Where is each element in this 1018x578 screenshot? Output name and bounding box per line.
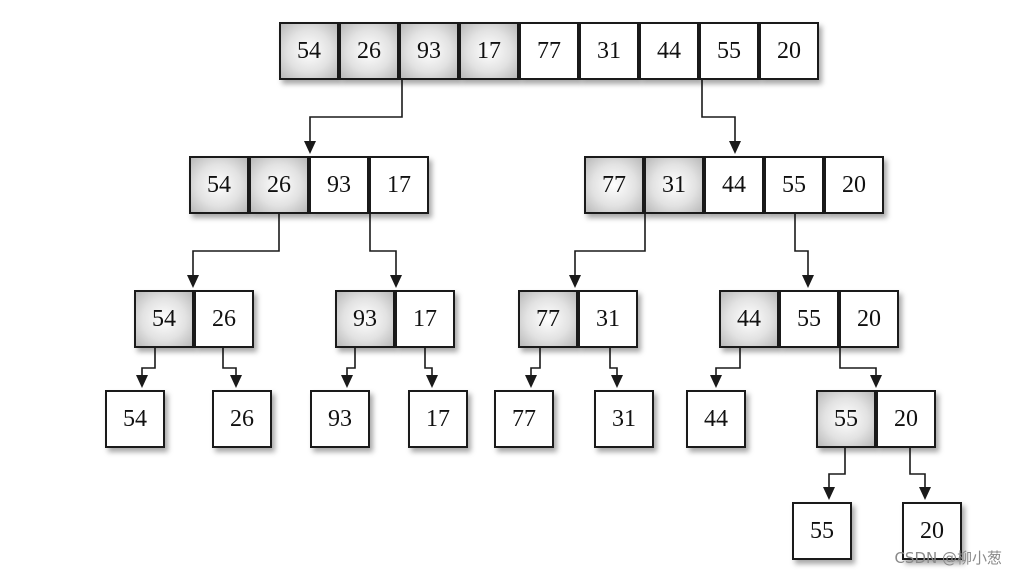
split-arrow-line [701, 80, 736, 142]
arrow-head [426, 375, 438, 388]
array-cell: 26 [249, 156, 309, 214]
split-arrow-line [222, 348, 237, 376]
array-cell: 17 [408, 390, 468, 448]
array-cell: 55 [764, 156, 824, 214]
arrow-head [187, 275, 199, 288]
arrow-head [870, 375, 882, 388]
array-cell: 55 [779, 290, 839, 348]
array-cell: 93 [310, 390, 370, 448]
array-cell: 17 [395, 290, 455, 348]
arrow-head [802, 275, 814, 288]
arrow-head [341, 375, 353, 388]
array-cell: 54 [134, 290, 194, 348]
split-arrow-line [909, 448, 926, 488]
array-cell: 44 [704, 156, 764, 214]
array-cell: 44 [639, 22, 699, 80]
arrow-head [304, 141, 316, 154]
array-cell: 20 [902, 502, 962, 560]
array-cell: 20 [839, 290, 899, 348]
split-arrow-line [828, 448, 846, 488]
arrow-head [710, 375, 722, 388]
array-cell: 20 [876, 390, 936, 448]
split-arrow-line [794, 214, 809, 276]
arrow-head [136, 375, 148, 388]
split-arrow-line [574, 214, 646, 276]
array-cell: 77 [518, 290, 578, 348]
arrow-head [525, 375, 537, 388]
arrow-head [611, 375, 623, 388]
arrow-head [569, 275, 581, 288]
arrow-head [919, 487, 931, 500]
arrow-head [729, 141, 741, 154]
array-cell: 44 [719, 290, 779, 348]
array-cell: 31 [579, 22, 639, 80]
split-arrow-line [192, 214, 280, 276]
split-arrow-line [309, 80, 403, 142]
array-cell: 26 [212, 390, 272, 448]
array-cell: 31 [578, 290, 638, 348]
split-arrow-line [424, 348, 433, 376]
arrow-head [230, 375, 242, 388]
array-cell: 55 [792, 502, 852, 560]
split-arrow-line [346, 348, 356, 376]
array-cell: 93 [399, 22, 459, 80]
array-cell: 55 [699, 22, 759, 80]
array-cell: 54 [189, 156, 249, 214]
split-arrow-line [141, 348, 156, 376]
array-cell: 20 [759, 22, 819, 80]
array-cell: 31 [594, 390, 654, 448]
split-arrow-line [609, 348, 618, 376]
split-arrow-line [530, 348, 541, 376]
array-cell: 17 [459, 22, 519, 80]
array-cell: 77 [494, 390, 554, 448]
array-cell: 77 [584, 156, 644, 214]
array-cell: 54 [279, 22, 339, 80]
arrow-head [823, 487, 835, 500]
array-cell: 31 [644, 156, 704, 214]
array-cell: 17 [369, 156, 429, 214]
watermark: CSDN @柳小葱 [894, 549, 1002, 567]
array-cell: 26 [194, 290, 254, 348]
array-cell: 20 [824, 156, 884, 214]
array-cell: 54 [105, 390, 165, 448]
array-cell: 77 [519, 22, 579, 80]
arrow-head [390, 275, 402, 288]
split-arrow-line [839, 348, 877, 376]
array-cell: 93 [335, 290, 395, 348]
array-cell: 55 [816, 390, 876, 448]
split-arrow-line [715, 348, 741, 376]
array-cell: 26 [339, 22, 399, 80]
array-cell: 44 [686, 390, 746, 448]
split-arrow-line [369, 214, 397, 276]
array-cell: 93 [309, 156, 369, 214]
